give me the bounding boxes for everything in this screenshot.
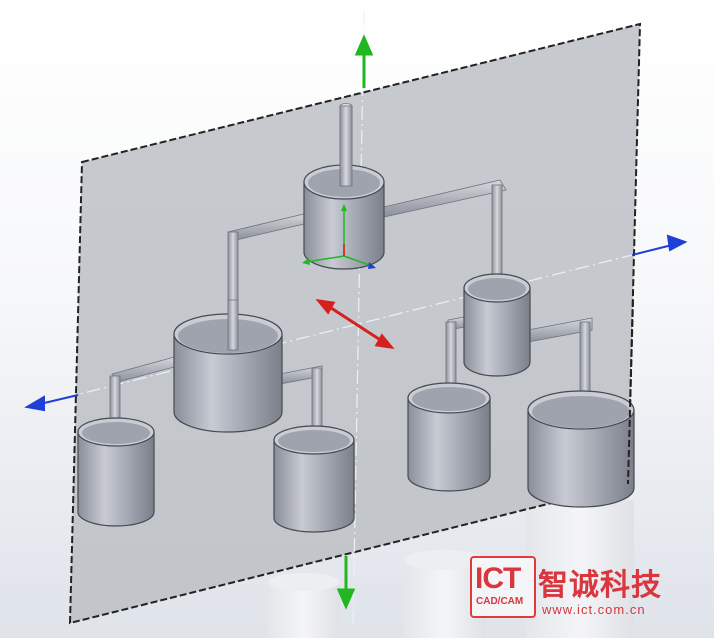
company-url: www.ict.com.cn <box>542 602 646 617</box>
tank-bottom-middle[interactable] <box>273 425 355 533</box>
red-normal-arrow[interactable] <box>315 298 395 350</box>
logo-subtext: CAD/CAM <box>476 596 524 607</box>
tank-right-upper[interactable] <box>463 273 531 377</box>
tank-left-large[interactable] <box>173 299 283 433</box>
tank-bottom-left[interactable] <box>77 417 155 527</box>
ict-logo-box: ICT CAD/CAM <box>470 556 536 618</box>
tank-bottom-right-small[interactable] <box>407 382 491 492</box>
watermark-logo: ICT CAD/CAM 智诚科技 www.ict.com.cn <box>470 556 710 634</box>
tank-bottom-right-large[interactable] <box>527 390 635 508</box>
origin-triad-icon[interactable] <box>302 204 376 269</box>
plane-edge-overlay <box>627 299 634 485</box>
company-name: 智诚科技 <box>538 568 662 603</box>
blue-axis-arrows[interactable] <box>24 234 688 412</box>
logo-text: ICT <box>475 562 521 595</box>
plane-axis-lines <box>39 9 681 629</box>
ghost-geometry <box>268 500 634 638</box>
green-axis-arrows[interactable] <box>336 34 374 610</box>
pipe-network <box>109 103 593 459</box>
